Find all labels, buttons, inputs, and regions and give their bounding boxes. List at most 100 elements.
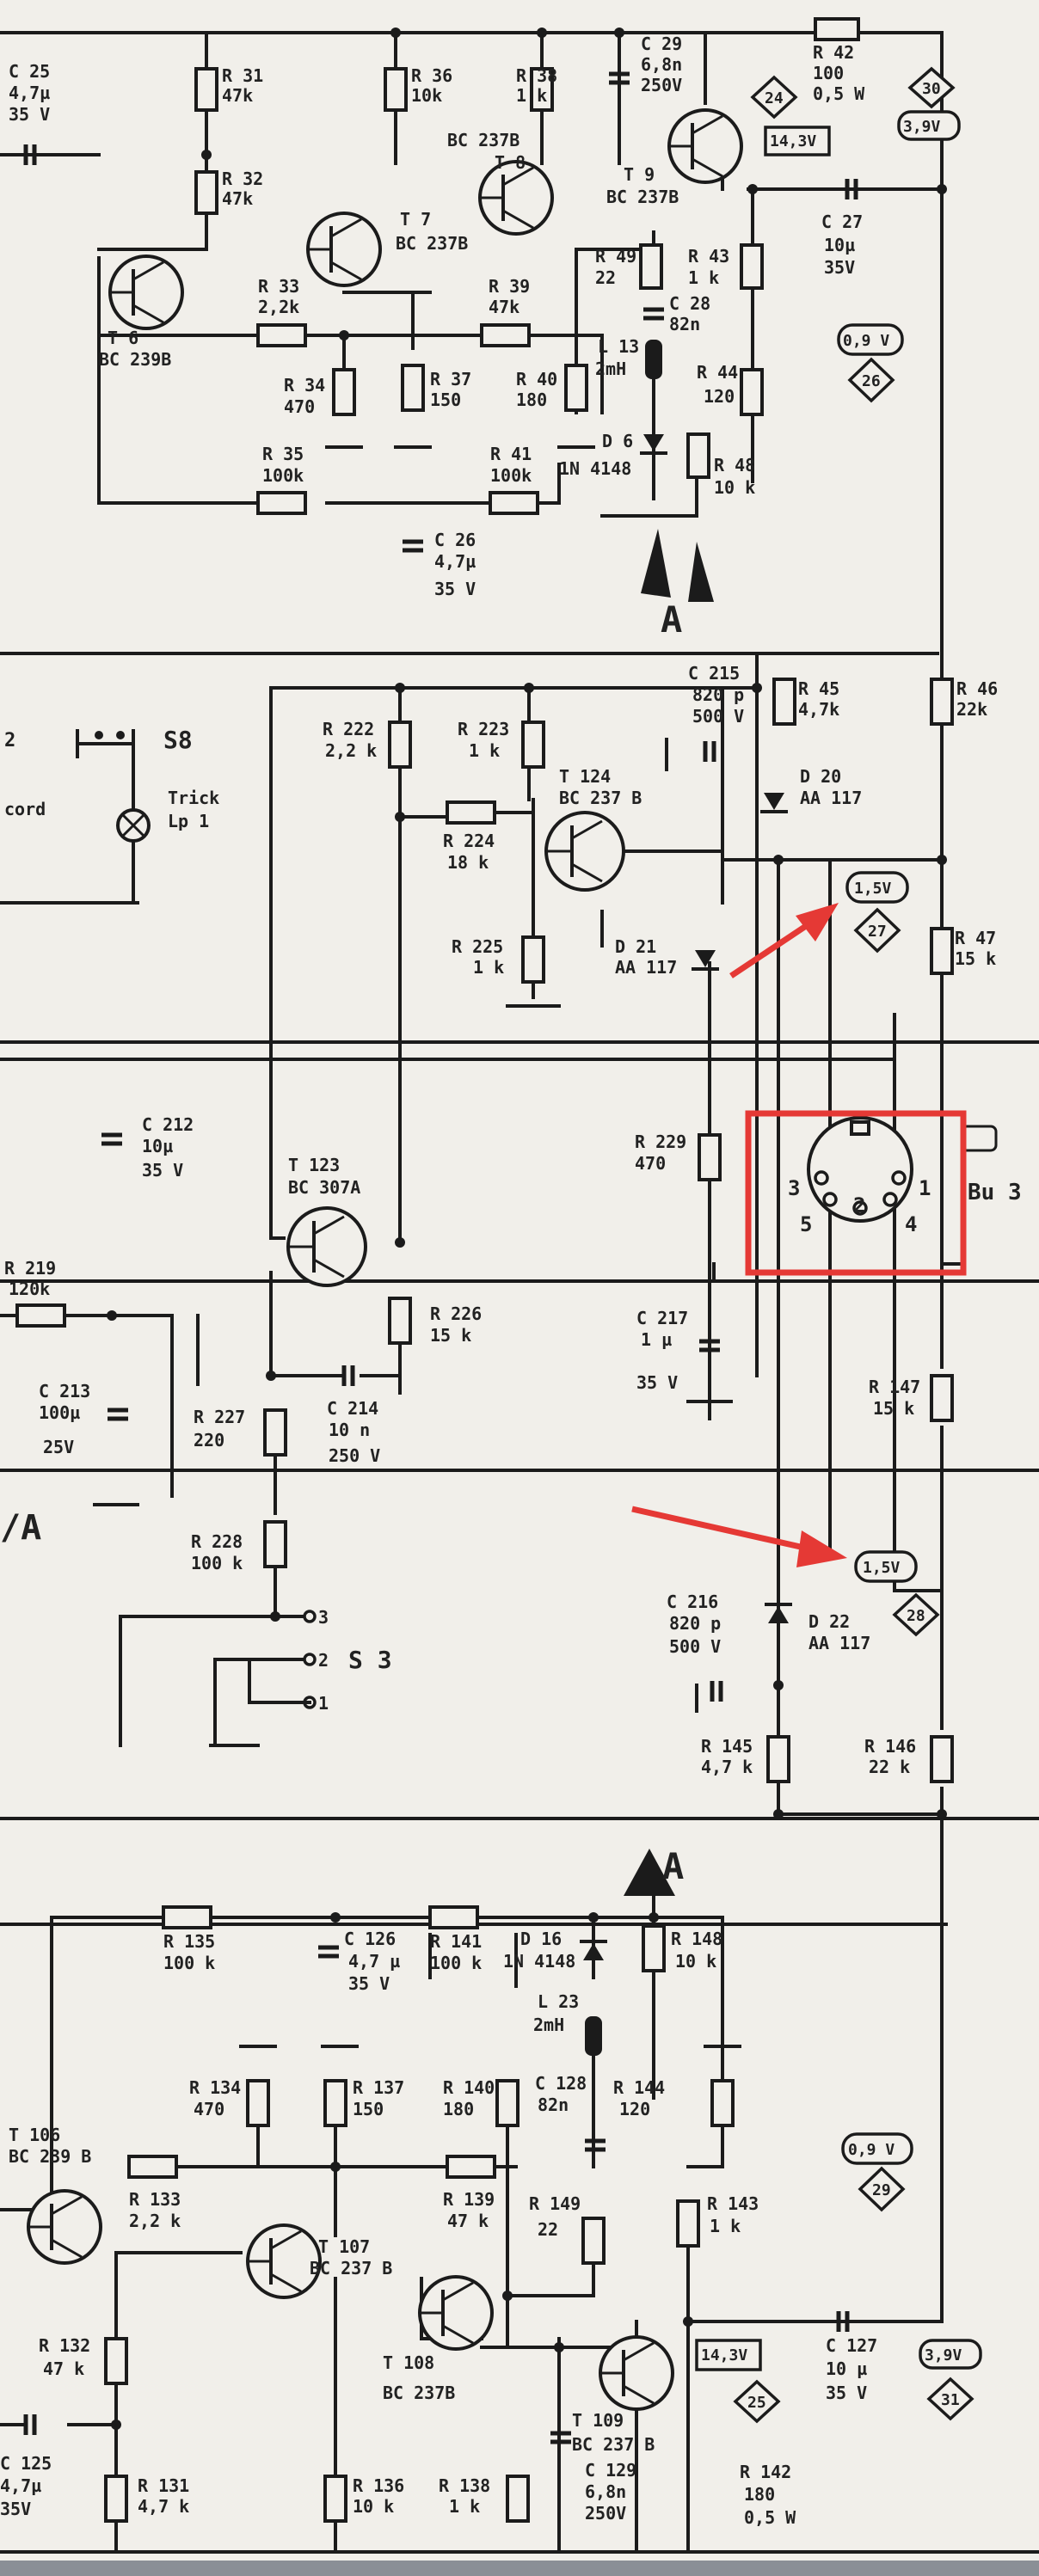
transistor-t8 [478,160,554,236]
diodes [580,434,792,1960]
node-a-bottom: A [662,1845,684,1887]
resistor-r34 [332,368,356,416]
resistor-r145 [766,1735,790,1783]
resistor-r44 [740,368,764,416]
wires [0,31,1039,2554]
edge-label-2: 2 [4,730,15,751]
resistor-r131 [104,2475,128,2523]
diode-d16 [580,1940,607,1960]
resistor-r40 [564,364,588,412]
label-s8: S8 [163,726,193,754]
voltage-0-9-bot: 0,9 V [848,2141,895,2159]
resistor-r37 [401,364,425,412]
transistor-t107 [246,2223,322,2299]
resistor-r135 [162,1905,212,1929]
testpoint-24: 24 [765,89,784,107]
test-point-labels: 30 24 26 27 28 29 25 31 [747,80,960,2412]
capacitor-c125 [23,2414,37,2435]
voltage-labels: 14,3V 3,9V 0,9 V 1,5V 1,5V 0,9 V 14,3V 3… [701,118,962,2364]
capacitor-c128 [585,2138,606,2152]
testpoint-30: 30 [922,80,941,98]
resistor-r136 [323,2475,347,2523]
resistor-r223 [521,721,545,769]
resistor-r132 [104,2337,128,2385]
resistor-r137 [323,2079,347,2127]
inductors [585,340,662,2056]
resistor-r49 [639,243,663,290]
transistor-t108 [418,2275,494,2351]
resistor-r141 [428,1905,479,1929]
transistor-t106 [27,2189,102,2265]
resistor-r36 [384,67,408,112]
edge-label-cord: cord [4,799,46,819]
label-s3-pos1: 1 [318,1693,329,1714]
capacitor-c215 [703,741,716,762]
diode-d6 [640,434,667,455]
capacitor-c217 [699,1339,720,1352]
resistor-r42 [814,17,860,41]
testpoint-28: 28 [907,1607,925,1625]
highlight-box [745,1110,967,1276]
resistor-r226 [388,1297,412,1345]
markers [695,66,982,2424]
switch-s3 [248,1610,317,1709]
din-socket-bu3 [807,1116,998,1223]
arrow-red-upper [729,903,839,978]
transistor-t124 [544,811,625,892]
transistor-t7 [306,212,382,287]
resistor-r140 [495,2079,520,2127]
label-s3-pos3: 3 [318,1607,329,1628]
label-bu3-pin1: 1 [919,1176,931,1200]
resistor-r227 [263,1408,287,1457]
resistor-r138 [506,2475,530,2523]
resistor-r47 [930,927,954,975]
resistor-r228 [263,1520,287,1568]
label-bu3-pin4: 4 [905,1212,917,1236]
transistor-t9 [667,108,743,184]
capacitor-c213 [108,1408,128,1421]
label-bu3-pin5: 5 [800,1212,812,1236]
